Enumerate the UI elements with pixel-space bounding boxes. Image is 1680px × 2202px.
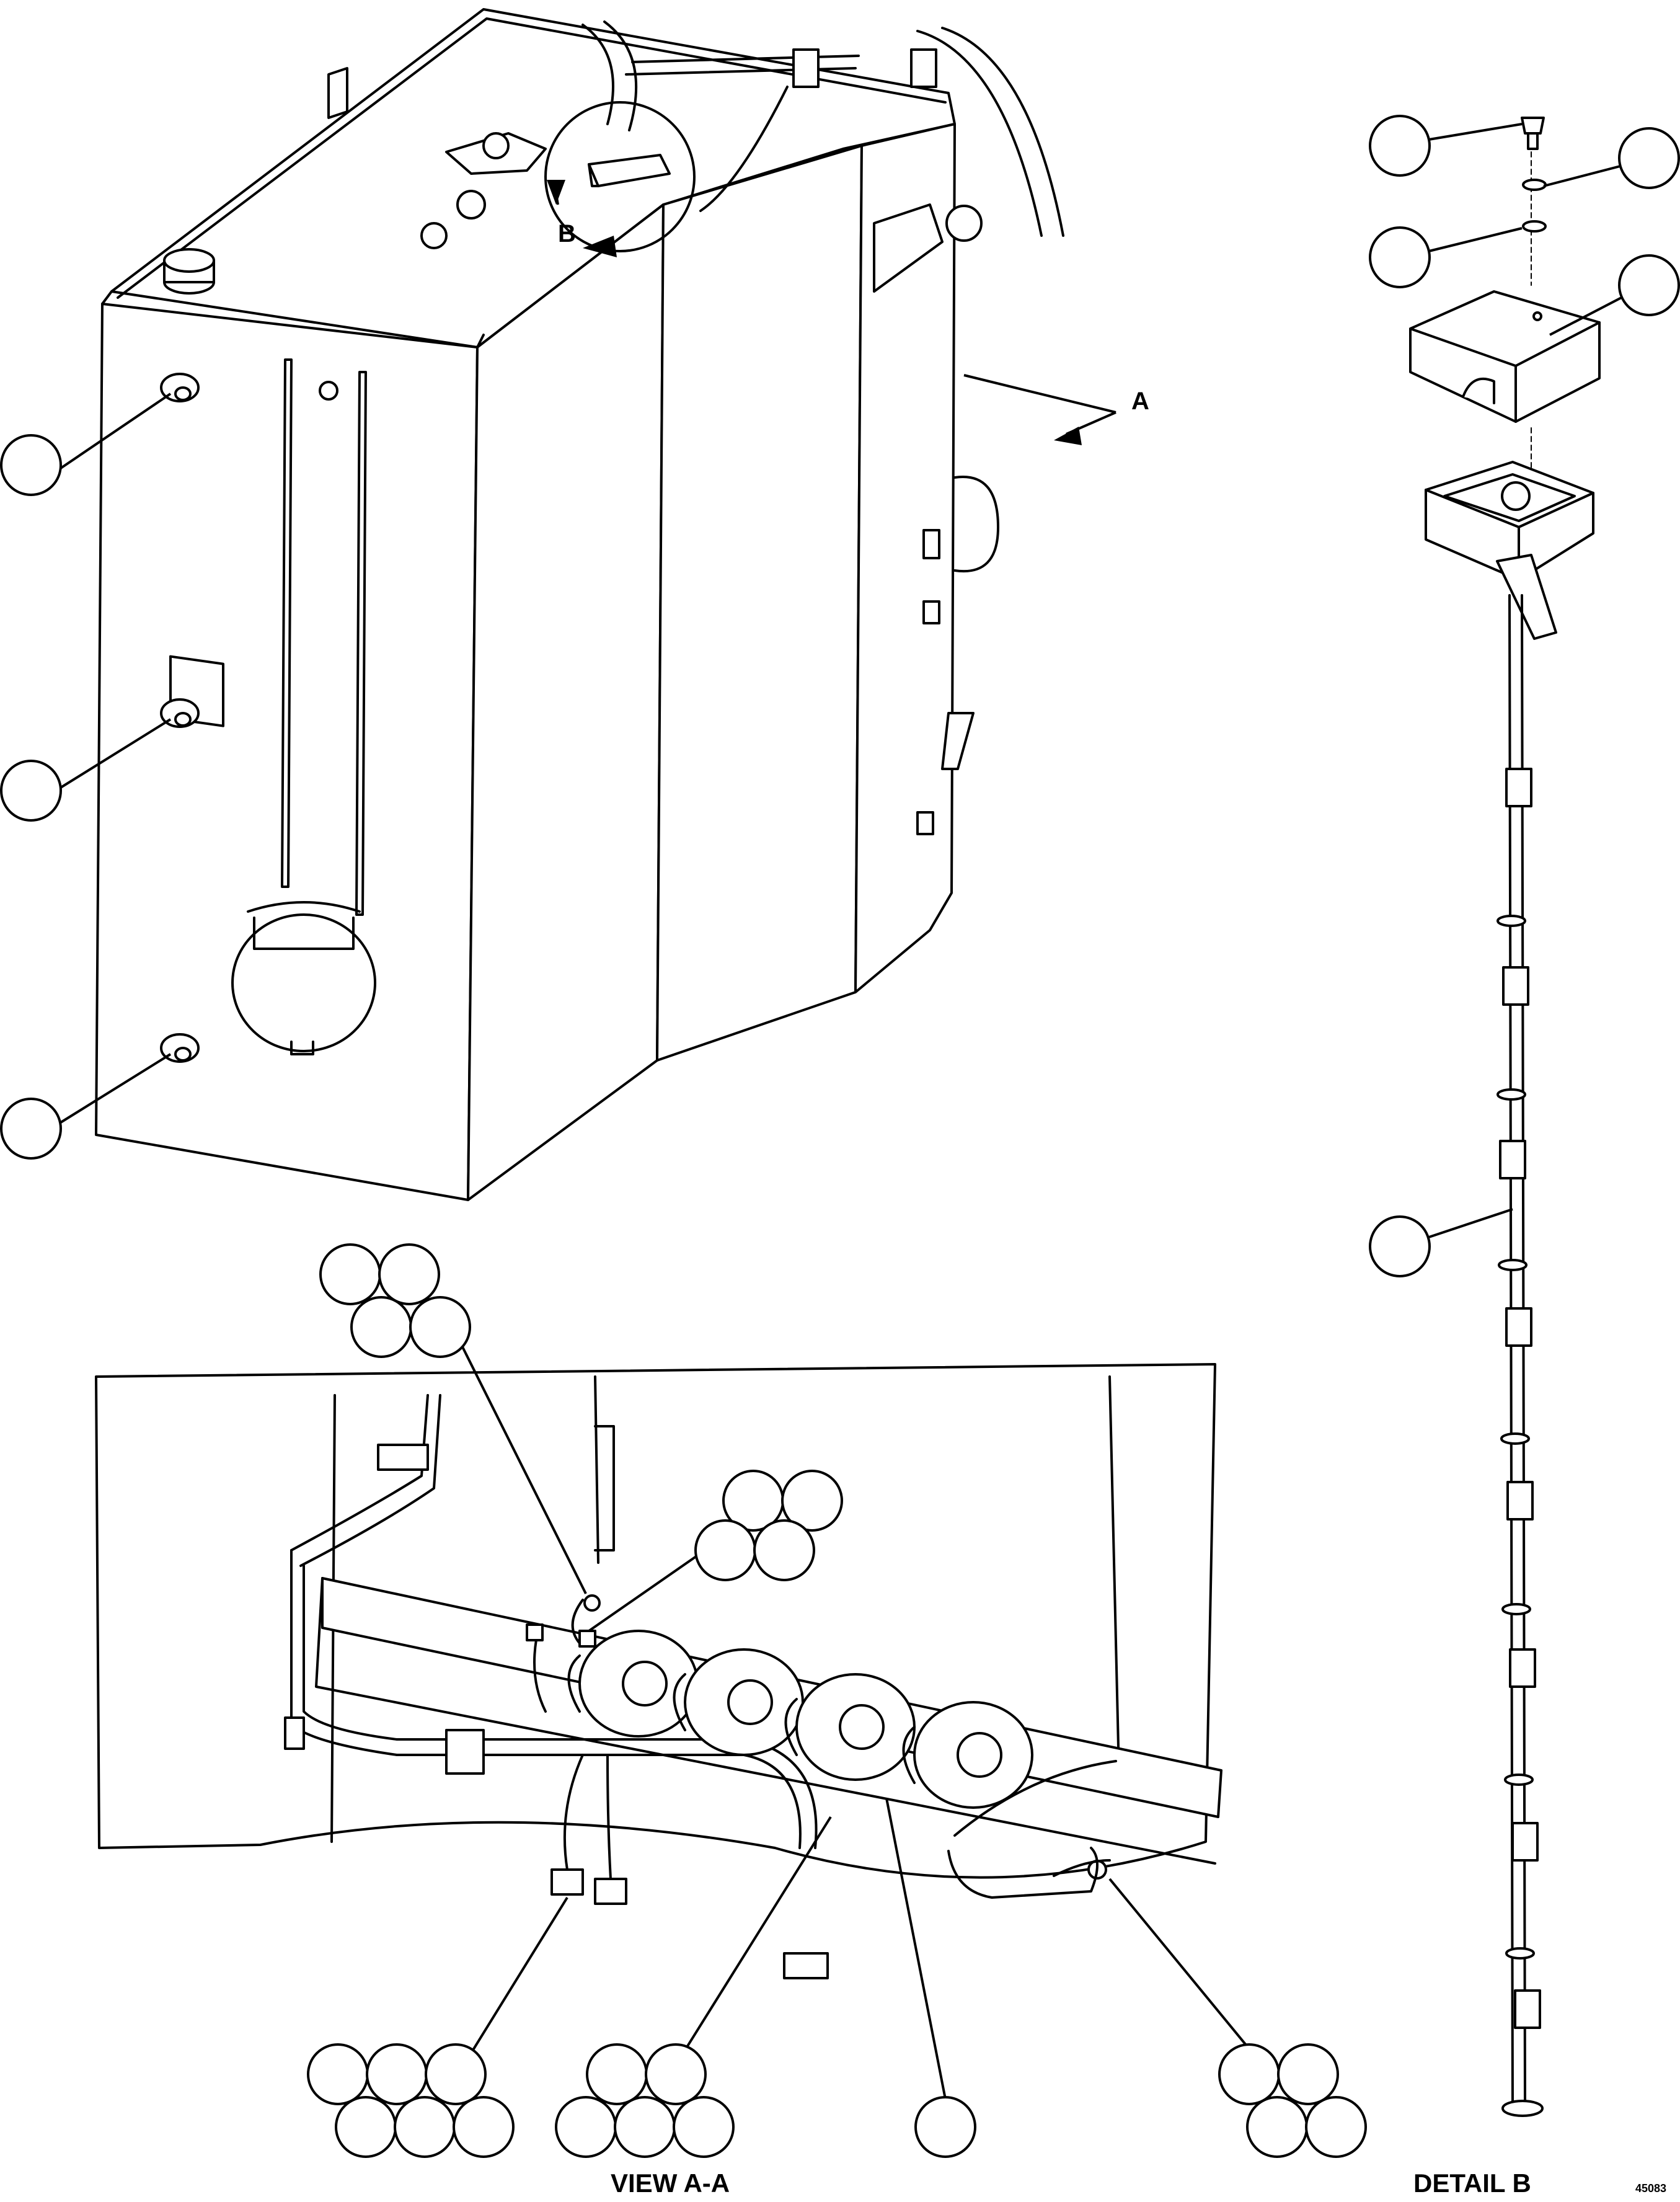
view-aa-assembly [95,1363,1222,1979]
callout-balloon [366,2043,428,2105]
callout-balloon [0,1098,62,1160]
callout-balloon [409,1296,471,1358]
callout-balloon [1369,1215,1431,1277]
callout-balloon [614,2096,676,2158]
detail-b-assembly [1409,117,1601,2117]
sheet-code: 45083 [1635,2182,1666,2195]
callout-balloon [394,2096,456,2158]
callout-balloon [319,1243,381,1305]
callout-balloon [378,1243,440,1305]
view-aa-callouts [307,1243,1367,2158]
callout-balloon [781,1470,843,1532]
callout-balloon [1305,2096,1367,2158]
callout-balloon [645,2043,707,2105]
callout-balloon [307,2043,369,2105]
callout-balloon [1277,2043,1339,2105]
callout-balloon [350,1296,412,1358]
callout-balloon [673,2096,735,2158]
callout-balloon [1369,115,1431,177]
main-view-callouts [0,393,172,1160]
callout-balloon [1246,2096,1308,2158]
view-aa-caption: VIEW A-A [611,2169,730,2198]
detail-b-callouts [1369,115,1680,1277]
callout-balloon [335,2096,397,2158]
detail-b-caption: DETAIL B [1413,2169,1531,2198]
callout-balloon [1618,254,1680,316]
callout-balloon [1618,127,1680,189]
view-a-arrow: A [963,374,1149,445]
detail-b-indicator: B [544,101,696,257]
view-a-marker: A [1131,388,1149,415]
callout-balloon [0,760,62,822]
callout-balloon [425,2043,487,2105]
fuel-tank-assembly [95,8,1064,1201]
callout-balloon [453,2096,515,2158]
callout-balloon [1218,2043,1280,2105]
detail-b-marker: B [558,220,576,247]
callout-balloon [555,2096,617,2158]
callout-balloon [914,2096,976,2158]
callout-balloon [586,2043,648,2105]
callout-balloon [694,1519,756,1581]
callout-balloon [753,1519,815,1581]
callout-balloon [1369,226,1431,288]
callout-balloon [0,434,62,496]
